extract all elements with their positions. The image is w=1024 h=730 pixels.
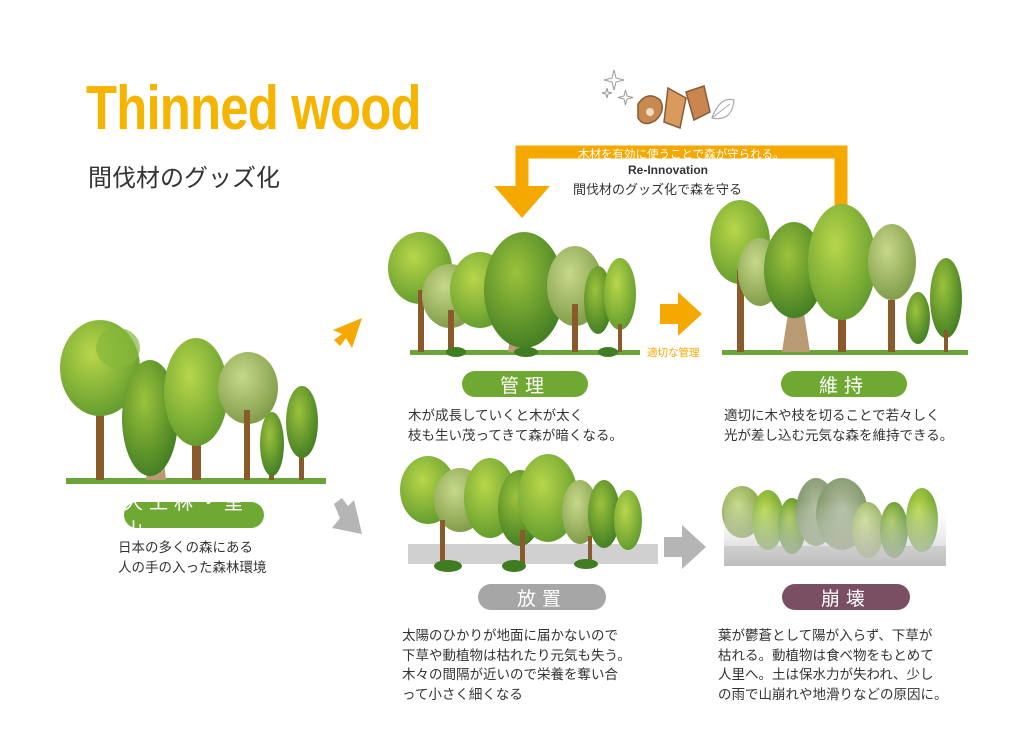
stage-desc-iji: 適切に木や枝を切ることで若々しく 光が差し込む元気な森を維持できる。: [724, 408, 954, 444]
arrow-to-iji: [660, 292, 702, 336]
stage-label-houkai: 崩壊: [782, 584, 910, 610]
arrow-to-kanri: [333, 318, 362, 348]
forest-illustration-houkai: [722, 478, 946, 566]
re-innovation-label: Re-Innovation: [628, 163, 708, 177]
loop-caption: 木材を有効に使うことで森が守られる。: [578, 147, 785, 161]
arrow-label-proper-management: 適切な管理: [647, 347, 700, 359]
re-innovation-loop-arrow: [494, 145, 848, 218]
stage-desc-houkai: 葉が鬱蒼として陽が入らず、下草が 枯れる。動植物は食べ物をもとめて 人里へ。土は…: [718, 628, 948, 703]
stage-desc-houchi: 太陽のひかりが地面に届かないので 下草や動植物は枯れたり元気も失う。 木々の間隔…: [402, 628, 631, 703]
stage-label-kanri: 管理: [462, 371, 588, 397]
stage-label-iji: 維持: [781, 371, 907, 397]
arrow-to-houchi: [332, 498, 362, 534]
forest-illustration-houchi: [400, 454, 658, 572]
forest-illustration-kanri: [388, 232, 640, 357]
forest-illustration-iji: [710, 200, 968, 355]
page-title: Thinned wood: [86, 74, 421, 143]
forest-illustration-start: [60, 320, 326, 484]
stage-desc-kanri: 木が成長していくと木が太く 枝も生い茂ってきて森が暗くなる。: [408, 408, 623, 444]
arrow-to-houkai: [664, 525, 706, 569]
stage-desc-start: 日本の多くの森にある 人の手の入った森林環境: [118, 540, 267, 576]
wooden-goods-icon: [601, 69, 735, 130]
re-innovation-sub: 間伐材のグッズ化で森を守る: [573, 183, 743, 198]
stage-label-houchi: 放置: [478, 584, 606, 610]
stage-label-start: 人工林・里山: [124, 492, 264, 541]
page-subtitle: 間伐材のグッズ化: [88, 164, 280, 192]
